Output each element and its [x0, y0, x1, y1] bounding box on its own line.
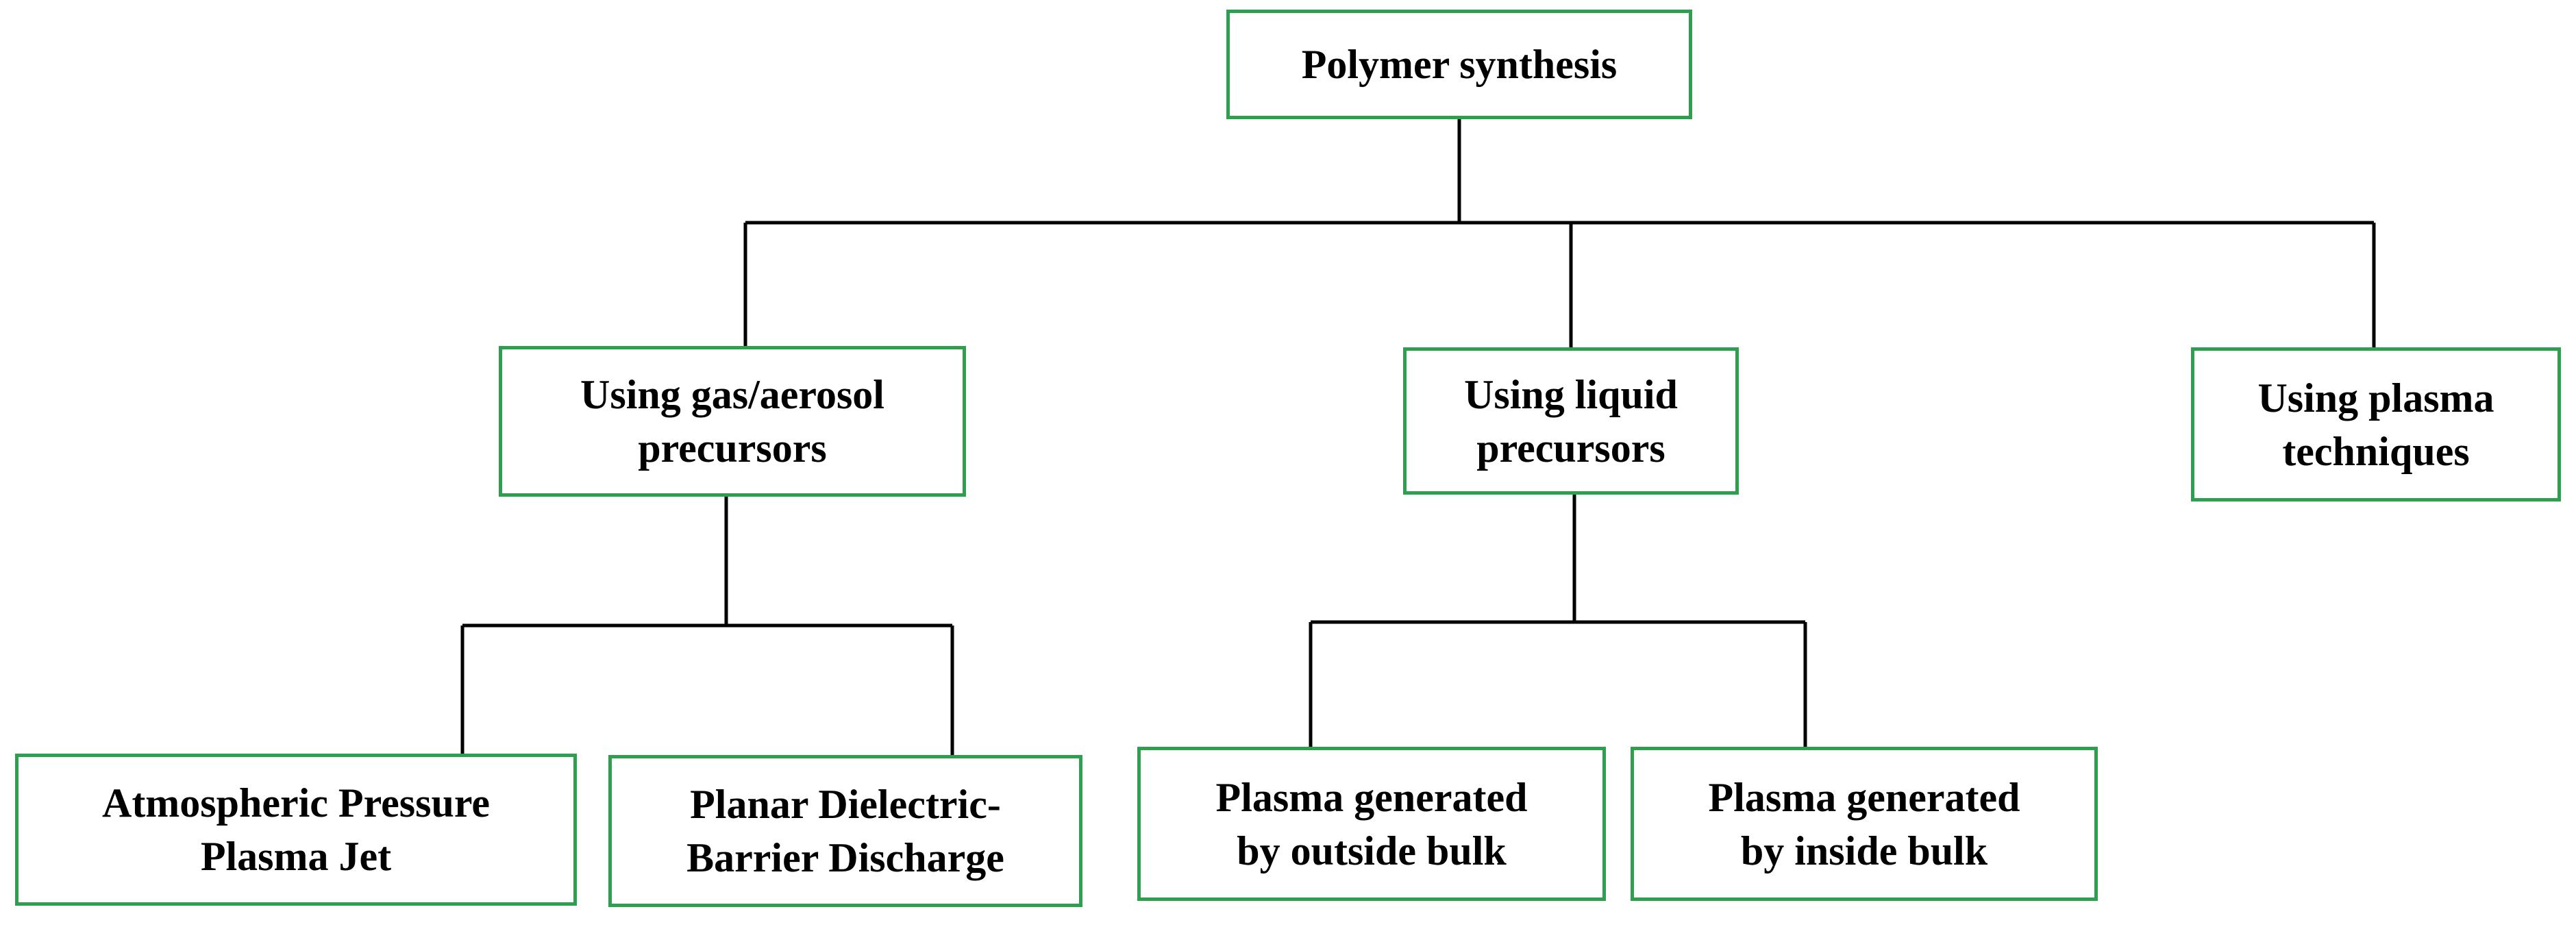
node-plasma-techniques: Using plasma techniques — [2191, 347, 2561, 501]
node-liquid-precursors-label: Using liquid precursors — [1464, 371, 1678, 471]
node-planar-dielectric-barrier-discharge-label: Planar Dielectric- Barrier Discharge — [686, 782, 1004, 880]
node-liquid-precursors: Using liquid precursors — [1403, 347, 1739, 495]
node-plasma-techniques-label: Using plasma techniques — [2257, 375, 2494, 474]
node-atmospheric-pressure-plasma-jet: Atmospheric Pressure Plasma Jet — [15, 754, 577, 906]
node-plasma-outside-bulk-label: Plasma generated by outside bulk — [1215, 774, 1528, 874]
node-polymer-synthesis: Polymer synthesis — [1226, 10, 1692, 119]
node-plasma-inside-bulk-label: Plasma generated by inside bulk — [1708, 774, 2020, 874]
node-gas-aerosol-precursors: Using gas/aerosol precursors — [499, 346, 966, 497]
node-plasma-inside-bulk: Plasma generated by inside bulk — [1631, 747, 2098, 901]
node-plasma-outside-bulk: Plasma generated by outside bulk — [1137, 747, 1606, 901]
node-gas-aerosol-precursors-label: Using gas/aerosol precursors — [580, 372, 884, 471]
node-atmospheric-pressure-plasma-jet-label: Atmospheric Pressure Plasma Jet — [101, 780, 490, 879]
node-polymer-synthesis-label: Polymer synthesis — [1301, 42, 1618, 87]
node-planar-dielectric-barrier-discharge: Planar Dielectric- Barrier Discharge — [608, 755, 1082, 907]
